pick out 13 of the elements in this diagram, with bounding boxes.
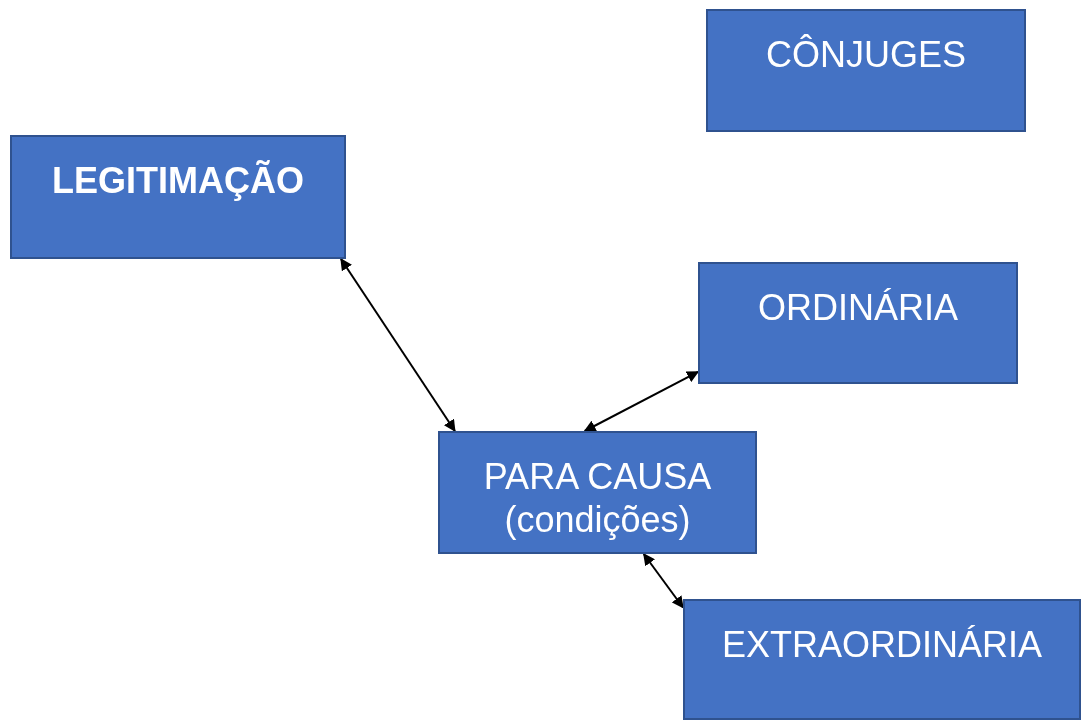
label-box <box>706 9 1026 132</box>
box-label: PARA CAUSA (condições) <box>482 455 713 542</box>
box-label: EXTRAORDINÁRIA <box>721 623 1042 667</box>
double-arrow <box>339 258 456 432</box>
label-box <box>698 262 1018 384</box>
label-box <box>683 599 1081 720</box>
box-label: CÔNJUGES <box>766 33 966 77</box>
double-arrow <box>583 370 700 432</box>
box-label: LEGITIMAÇÃO <box>52 159 304 203</box>
box-label: ORDINÁRIA <box>758 286 958 330</box>
double-arrow <box>642 553 684 609</box>
label-box <box>10 135 346 259</box>
label-box <box>438 431 757 554</box>
